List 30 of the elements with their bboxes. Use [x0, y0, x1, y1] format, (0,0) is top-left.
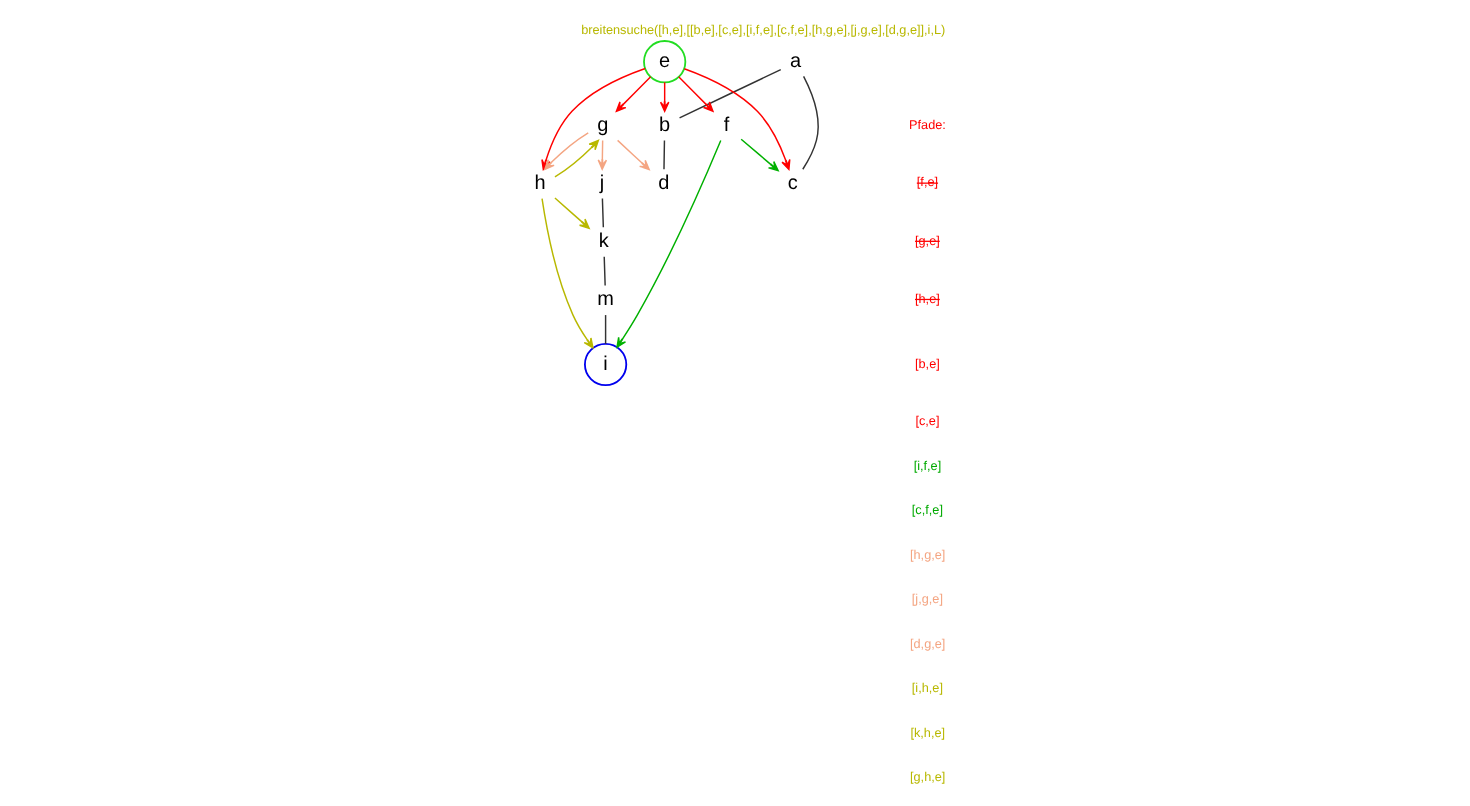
arrow	[615, 139, 721, 348]
node-circle: e	[642, 40, 686, 84]
connector	[677, 68, 781, 119]
arrow	[553, 139, 599, 178]
node-text: g	[596, 114, 608, 137]
arrow	[540, 197, 593, 349]
arrow	[543, 132, 588, 170]
node-text: b	[658, 114, 670, 137]
arrow	[739, 138, 778, 172]
arrow	[615, 139, 649, 171]
node-text: f	[722, 114, 729, 137]
node-text: c	[786, 173, 797, 196]
connector	[801, 75, 818, 170]
connector	[603, 314, 606, 345]
connector	[600, 197, 604, 229]
arrow	[658, 81, 669, 112]
arrow	[553, 197, 589, 229]
node-text: k	[597, 231, 608, 254]
node-circle: i	[583, 342, 627, 387]
node-text: a	[788, 50, 801, 73]
connector	[602, 255, 605, 287]
node-text: d	[657, 173, 669, 196]
arrow	[596, 139, 607, 170]
arrow	[676, 76, 713, 112]
node-text: j	[598, 173, 604, 196]
connector	[662, 139, 665, 170]
arrow	[682, 68, 790, 171]
node-text: m	[596, 289, 613, 312]
arrow	[614, 76, 651, 112]
node-text: h	[533, 173, 545, 196]
